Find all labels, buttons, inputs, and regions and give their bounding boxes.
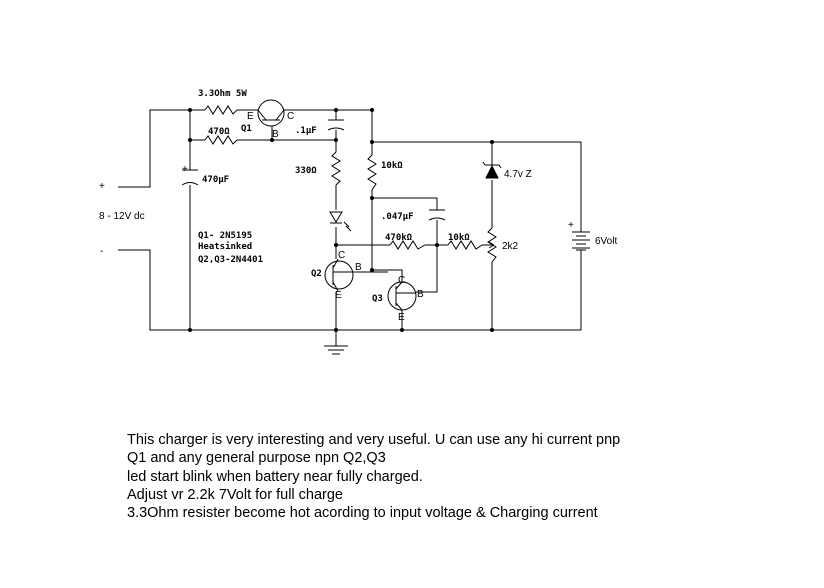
- label-parts-2: Heatsinked: [198, 241, 252, 252]
- led: [329, 211, 352, 232]
- transistor-q2: [324, 258, 354, 292]
- resistor-330ohm: [331, 151, 341, 186]
- label-r10k-top: 10kΩ: [381, 161, 403, 171]
- transistor-q3: [387, 281, 417, 311]
- label-c-01: .1μF: [295, 126, 317, 136]
- resistor-470ohm: [204, 135, 238, 145]
- label-input-minus: -: [100, 246, 103, 257]
- capacitor-470uF: [181, 169, 199, 186]
- junction-dots: [188, 108, 494, 332]
- note-line-2: Q1 and any general purpose npn Q2,Q3: [127, 450, 386, 466]
- resistor-10k-mid: [447, 240, 483, 250]
- label-r-series: 3.3Ohm 5W: [198, 89, 247, 99]
- label-q1: Q1: [241, 124, 252, 134]
- label-q1-e: E: [247, 111, 254, 122]
- label-q1-c: C: [287, 111, 294, 122]
- label-c-470-plus: +: [182, 164, 188, 175]
- label-q3-c: C: [398, 275, 405, 286]
- note-line-1: This charger is very interesting and ver…: [127, 432, 621, 448]
- label-r470k: 470kΩ: [385, 233, 413, 243]
- note-line-4: Adjust vr 2.2k 7Volt for full charge: [127, 487, 343, 503]
- label-c-470: 470μF: [202, 175, 229, 185]
- label-q2: Q2: [311, 269, 322, 279]
- note-line-5: 3.3Ohm resister become hot acording to i…: [127, 505, 598, 521]
- label-q3-e: E: [398, 312, 405, 323]
- label-r10k-mid: 10kΩ: [448, 233, 470, 243]
- potentiometer-2k2: [487, 227, 497, 263]
- label-q1-b: B: [272, 129, 279, 140]
- capacitor-0-047uF: [428, 209, 446, 221]
- transistor-q1: [257, 99, 285, 127]
- wires: [118, 109, 582, 355]
- label-q3: Q3: [372, 294, 383, 304]
- label-r470: 470Ω: [208, 127, 230, 137]
- label-input-voltage: 8 - 12V dc: [99, 211, 145, 222]
- label-parts-1: Q1- 2N5195: [198, 231, 252, 241]
- label-battery-plus: +: [568, 220, 574, 231]
- label-zener: 4.7v Z: [504, 169, 532, 180]
- label-battery: 6Volt: [595, 236, 617, 247]
- capacitor-0-1uF: [327, 119, 345, 131]
- label-q3-b: B: [417, 289, 424, 300]
- label-q2-b: B: [355, 262, 362, 273]
- battery: [572, 231, 590, 251]
- label-input-plus: +: [99, 181, 105, 192]
- label-q2-c: C: [338, 250, 345, 261]
- resistor-10k-top: [367, 154, 377, 191]
- resistor-470k: [389, 240, 426, 250]
- resistor-3-3ohm: [204, 105, 238, 115]
- label-c-047: .047μF: [381, 212, 414, 222]
- label-r330: 330Ω: [295, 166, 317, 176]
- label-parts-3: Q2,Q3-2N4401: [198, 255, 263, 265]
- label-q2-e: E: [335, 290, 342, 301]
- note-line-3: led start blink when battery near fully …: [127, 469, 423, 485]
- zener-diode: [482, 161, 502, 179]
- components: [181, 99, 590, 311]
- label-pot: 2k2: [502, 241, 519, 252]
